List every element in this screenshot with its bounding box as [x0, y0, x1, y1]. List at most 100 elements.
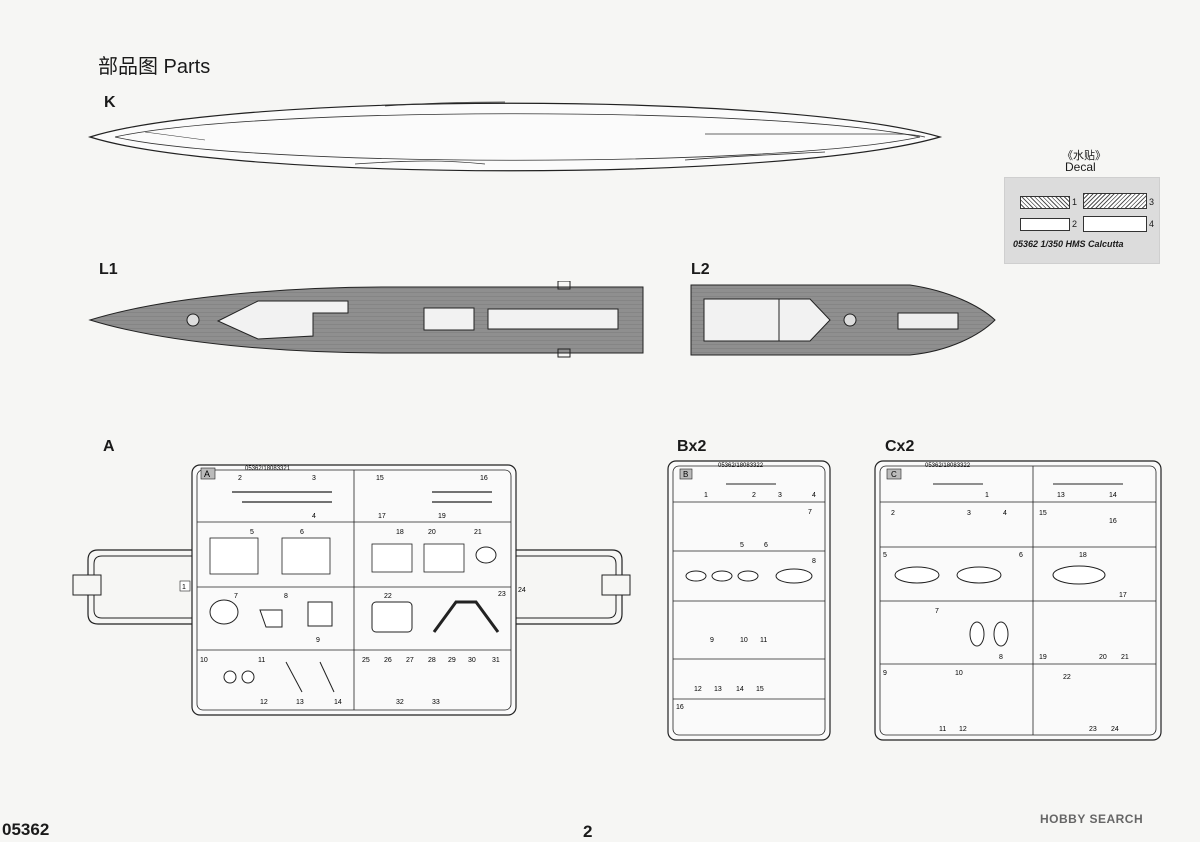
part-label-k: K	[104, 94, 116, 111]
part-number: 28	[428, 657, 436, 664]
part-number: 24	[1111, 726, 1119, 733]
part-number: 31	[492, 657, 500, 664]
part-number: 13	[714, 686, 722, 693]
decal-number: 4	[1149, 219, 1155, 229]
part-number: 19	[438, 513, 446, 520]
part-number: 22	[384, 593, 392, 600]
part-number: 13	[1057, 492, 1065, 499]
part-number: 12	[959, 726, 967, 733]
part-number: 11	[258, 657, 265, 664]
part-number: 29	[448, 657, 456, 664]
part-number: 6	[300, 529, 304, 536]
watermark: HOBBY SEARCH	[1040, 812, 1144, 826]
part-number: 17	[1119, 592, 1127, 599]
decal-sheet: 1 3 2 4 05362 1/350 HMS Calcutta	[1004, 177, 1160, 264]
part-number: 32	[396, 699, 404, 706]
part-number: 7	[234, 593, 238, 600]
part-number: 9	[883, 670, 887, 677]
part-number: 15	[756, 686, 764, 693]
sprue-a-letter: A	[204, 469, 210, 479]
part-label-l1: L1	[99, 261, 118, 278]
part-number: 4	[1003, 510, 1007, 517]
model-code: 05362	[2, 820, 50, 839]
part-number: 14	[736, 686, 744, 693]
part-number: 21	[1121, 654, 1129, 661]
part-number: 18	[1079, 552, 1087, 559]
page-number: 2	[583, 822, 593, 841]
part-number: 2	[891, 510, 895, 517]
part-number: 5	[883, 552, 887, 559]
part-number: 16	[480, 475, 488, 482]
part-number: 26	[384, 657, 392, 664]
part-number: 14	[334, 699, 342, 706]
part-number: 10	[200, 657, 208, 664]
part-number: 4	[312, 513, 316, 520]
decal-title-en: Decal	[1065, 160, 1096, 174]
part-number: 4	[812, 492, 816, 499]
part-number: 27	[406, 657, 414, 664]
part-number: 17	[378, 513, 386, 520]
sprue-a-code: 05362/18083321	[245, 466, 291, 472]
part-number: 8	[284, 593, 288, 600]
part-number: 18	[396, 529, 404, 536]
part-number: 1	[985, 492, 989, 499]
wavy-union-jack-flag-icon	[1083, 193, 1147, 209]
part-number: 15	[376, 475, 384, 482]
part-number: 12	[694, 686, 702, 693]
deck-part-l1	[88, 281, 644, 358]
decal-number: 2	[1072, 219, 1078, 229]
part-number: 5	[740, 542, 744, 549]
part-number: 3	[312, 475, 316, 482]
part-label-c: Cx2	[885, 438, 915, 455]
part-number: 23	[498, 591, 506, 598]
part-number: 5	[250, 529, 254, 536]
part-number: 3	[967, 510, 971, 517]
deck-part-l2	[690, 284, 996, 356]
part-number: 10	[740, 637, 748, 644]
ensign-flag-icon	[1020, 218, 1070, 231]
part-number: 7	[935, 608, 939, 615]
part-number: 20	[1099, 654, 1107, 661]
part-number: 24	[518, 587, 526, 594]
page-title: 部品图 Parts	[98, 56, 211, 78]
part-number: 6	[1019, 552, 1023, 559]
part-number: 16	[676, 704, 684, 711]
part-number: 10	[955, 670, 963, 677]
part-number: 20	[428, 529, 436, 536]
part-number: 21	[474, 529, 482, 536]
part-number: 9	[710, 637, 714, 644]
hull-part-k	[87, 101, 943, 172]
decal-number: 1	[1072, 197, 1078, 207]
part-number: 12	[260, 699, 268, 706]
part-number: 8	[999, 654, 1003, 661]
sprue-c-code: 05362/18083322	[925, 463, 971, 469]
part-number: 22	[1063, 674, 1071, 681]
part-label-a: A	[103, 438, 115, 455]
part-number: 30	[468, 657, 476, 664]
part-number: 2	[752, 492, 756, 499]
part-number: 2	[238, 475, 242, 482]
decal-caption: 05362 1/350 HMS Calcutta	[1013, 239, 1124, 249]
part-number: 33	[432, 699, 440, 706]
part-number: 6	[764, 542, 768, 549]
part-number: 15	[1039, 510, 1047, 517]
decal-title-cn: 《水贴》	[1062, 150, 1106, 162]
part-number: 25	[362, 657, 370, 664]
part-number: 14	[1109, 492, 1117, 499]
part-number: 13	[296, 699, 304, 706]
part-number: 1	[182, 584, 186, 591]
sprue-b: B 05362/18083322 1 2 3 4 5 6 7 8 9 10 11…	[667, 460, 831, 741]
part-number: 11	[939, 726, 946, 733]
wavy-ensign-flag-icon	[1083, 216, 1147, 232]
part-number: 8	[812, 558, 816, 565]
sprue-b-code: 05362/18083322	[718, 463, 764, 469]
part-number: 3	[778, 492, 782, 499]
part-number: 19	[1039, 654, 1047, 661]
decal-number: 3	[1149, 197, 1155, 207]
part-label-b: Bx2	[677, 438, 707, 455]
sprue-a: A 05362/18083321 1 2 3 4 5 6 7 8 9 10 11…	[72, 464, 631, 716]
sprue-c: C 05362/18083322 1 2 3 4 5 6 7 8 9 10 11…	[874, 460, 1162, 741]
part-number: 1	[704, 492, 708, 499]
sprue-b-letter: B	[683, 470, 688, 479]
sprue-c-letter: C	[891, 470, 897, 479]
